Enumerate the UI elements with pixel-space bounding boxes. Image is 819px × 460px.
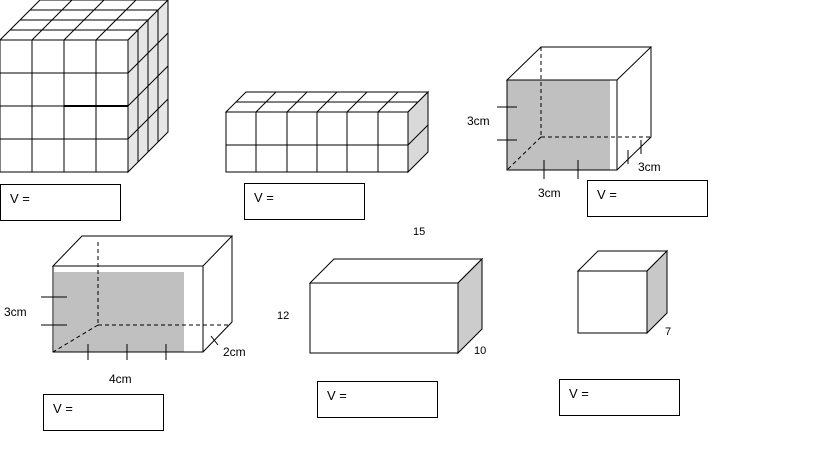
- volume-label: V =: [597, 187, 617, 202]
- volume-answer-box-6[interactable]: V =: [559, 379, 680, 416]
- volume-label: V =: [254, 190, 274, 205]
- prism-b-hidden-edges: [52, 242, 230, 353]
- prism-b-front: [52, 265, 204, 353]
- prism-c-depth-label: 10: [474, 345, 486, 357]
- prism-b-width-label: 4cm: [109, 372, 132, 386]
- prism-c: [308, 257, 484, 355]
- volume-label: V =: [53, 401, 73, 416]
- prism-a-ticks: [497, 106, 642, 179]
- volume-answer-box-1[interactable]: V =: [0, 184, 121, 221]
- prism-a-shaded-face: [507, 80, 610, 170]
- prism-c-front: [309, 282, 459, 354]
- volume-answer-box-5[interactable]: V =: [317, 381, 438, 418]
- prism-a: [497, 46, 653, 179]
- unit-cube-block-large: [0, 0, 169, 174]
- prism-c-height-label: 12: [277, 310, 289, 322]
- prism-a-depth-label: 3cm: [638, 160, 661, 174]
- cube-d-depth-label: 7: [665, 326, 671, 338]
- volume-label: V =: [569, 386, 589, 401]
- block-large-grid: [0, 0, 169, 172]
- prism-b-depth-label: 2cm: [223, 345, 246, 359]
- volume-label: V =: [327, 388, 347, 403]
- cube-d-front: [577, 270, 648, 334]
- prism-a-width-label: 3cm: [538, 186, 561, 200]
- prism-a-hidden-edges: [506, 47, 651, 171]
- volume-label: V =: [10, 191, 30, 206]
- unit-cube-block-wide: [224, 90, 430, 174]
- prism-c-width-label: 15: [413, 226, 425, 238]
- prism-a-front: [506, 79, 618, 171]
- prism-b-height-label: 3cm: [4, 305, 27, 319]
- prism-b: [41, 235, 234, 360]
- cube-d: [576, 249, 669, 335]
- prism-b-shaded-face: [54, 272, 184, 352]
- prism-a-height-label: 3cm: [467, 114, 490, 128]
- volume-answer-box-4[interactable]: V =: [43, 394, 164, 431]
- volume-answer-box-3[interactable]: V =: [587, 180, 708, 217]
- volume-answer-box-2[interactable]: V =: [244, 183, 365, 220]
- block-wide-grid: [226, 91, 429, 172]
- prism-b-ticks: [41, 296, 219, 360]
